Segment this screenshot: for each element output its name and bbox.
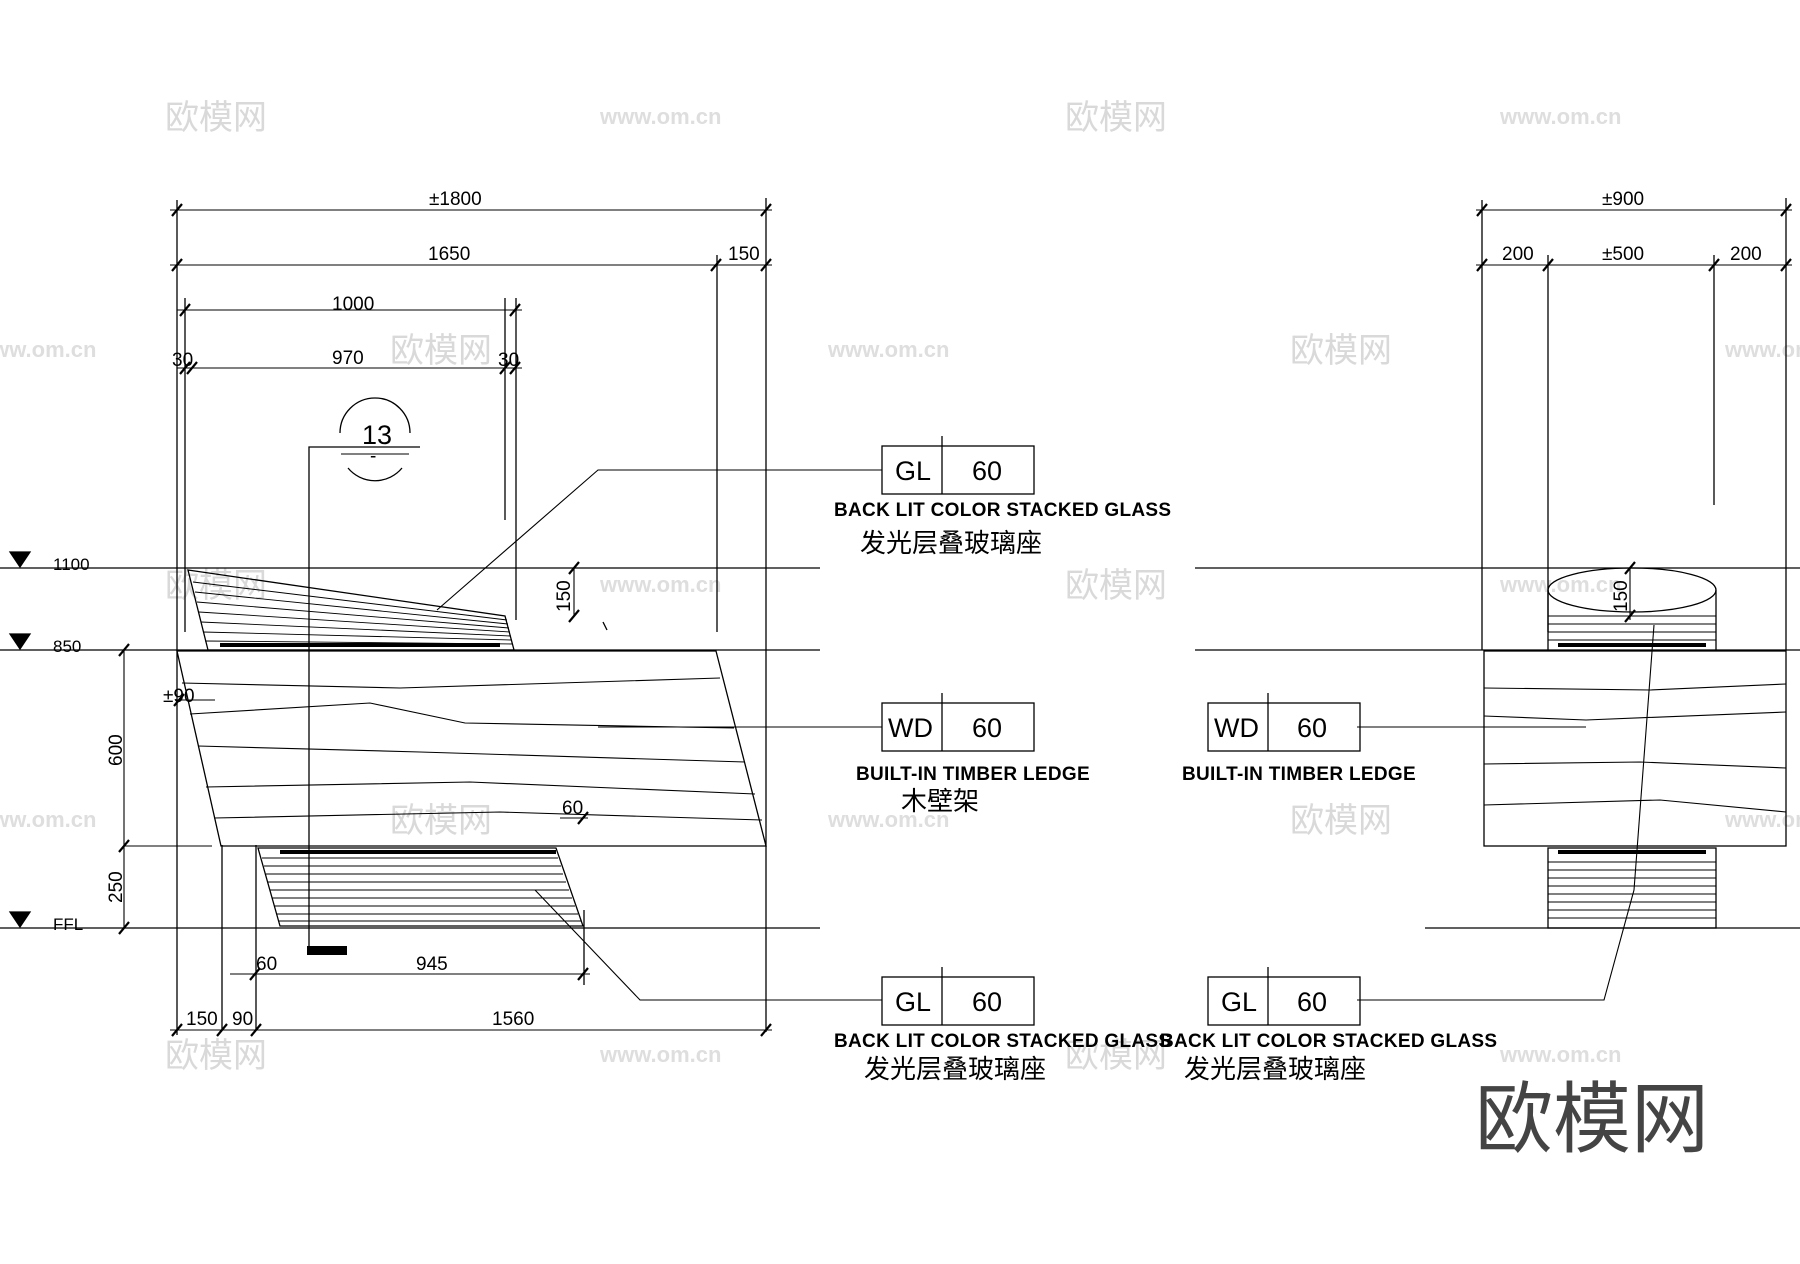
dim-500: ±500 [1602, 244, 1644, 265]
tag-code: WD [1214, 713, 1259, 743]
watermark-brand: 欧模网 [165, 1036, 267, 1076]
watermark-url: www.om.cn [0, 807, 96, 832]
front-material-tags: GL 60 BACK LIT COLOR STACKED GLASS 发光层叠玻… [834, 456, 1171, 1085]
dim-150-glass: 150 [554, 580, 575, 612]
section-sheet: - [370, 446, 376, 467]
watermark-url: www.om.cn [0, 337, 96, 362]
tag-number: 60 [972, 987, 1002, 1017]
tag-caption-cn: 木壁架 [901, 787, 979, 817]
side-material-tags: WD 60 BUILT-IN TIMBER LEDGE GL 60 BACK L… [1160, 713, 1497, 1085]
tag-caption-en: BACK LIT COLOR STACKED GLASS [834, 500, 1171, 521]
watermark-brand: 欧模网 [165, 566, 267, 606]
tag-code: GL [895, 456, 931, 486]
top-glass-seat [187, 569, 515, 651]
watermark-url: www.om.cn [599, 1042, 721, 1067]
tag-number: 60 [1297, 713, 1327, 743]
watermark-brand: 欧模网 [390, 801, 492, 841]
side-elevation [1207, 198, 1792, 1026]
tag-code: GL [1221, 987, 1257, 1017]
watermark-url: www.om.cn [1724, 807, 1800, 832]
section-number: 13 [362, 420, 392, 450]
tag-number: 60 [972, 713, 1002, 743]
dim-1560: 1560 [492, 1009, 534, 1030]
tag-caption-cn: 发光层叠玻璃座 [1184, 1055, 1366, 1085]
tag-caption-en: BACK LIT COLOR STACKED GLASS [1160, 1031, 1497, 1052]
tag-caption-cn: 发光层叠玻璃座 [860, 529, 1042, 559]
leader-line [534, 889, 882, 1001]
level-triangle-icon [8, 633, 32, 651]
level-label-1100: 1100 [53, 555, 90, 574]
tag-caption-en: BUILT-IN TIMBER LEDGE [856, 764, 1090, 785]
section-marker-icon [339, 397, 411, 434]
dim-overall-width: ±1800 [429, 189, 482, 210]
dim-945: 945 [416, 954, 448, 975]
material-tag-wd-side [1207, 702, 1361, 752]
leader-line [436, 469, 882, 611]
dim-90: ±90 [163, 686, 195, 707]
watermark-brand: 欧模网 [1290, 331, 1392, 371]
watermark-url: www.om.cn [1499, 104, 1621, 129]
front-dimensions: ±1800 1650 150 1000 30 970 30 150 ±90 60… [106, 189, 760, 1030]
dim-250: 250 [106, 871, 127, 903]
watermark-brand: 欧模网 [390, 331, 492, 371]
tag-number: 60 [972, 456, 1002, 486]
timber-ledge-side [1483, 650, 1787, 847]
watermark-url: www.om.cn [1724, 337, 1800, 362]
dim-150-top: 150 [728, 244, 760, 265]
section-cut-line [308, 446, 420, 952]
watermark-brand: 欧模网 [1290, 801, 1392, 841]
watermark-brand: 欧模网 [1065, 1036, 1167, 1076]
leader-line [1357, 624, 1655, 1001]
timber-ledge [176, 650, 767, 847]
watermark-brand: 欧模网 [1065, 98, 1167, 138]
dim-1000: 1000 [332, 294, 374, 315]
dim-60-bottom: 60 [256, 954, 277, 975]
dim-200-left: 200 [1502, 244, 1534, 265]
watermark-url: www.om.cn [827, 337, 949, 362]
side-dimensions: ±900 200 ±500 200 150 [1502, 189, 1762, 612]
level-label-ffl: FFL [53, 915, 83, 934]
brand-logo: 欧模网 [1475, 1075, 1709, 1165]
dim-150-side: 150 [1611, 580, 1632, 612]
level-label-850: 850 [53, 637, 81, 656]
dim-overall-side: ±900 [1602, 189, 1644, 210]
dim-60-right: 60 [562, 798, 583, 819]
dim-970: 970 [332, 348, 364, 369]
level-triangle-icon [8, 911, 32, 929]
tag-caption-en: BUILT-IN TIMBER LEDGE [1182, 764, 1416, 785]
bottom-glass-seat [257, 847, 584, 927]
front-elevation [118, 198, 1035, 1037]
dim-30-right: 30 [498, 350, 519, 371]
dim-30-left: 30 [172, 350, 193, 371]
tag-number: 60 [1297, 987, 1327, 1017]
tag-caption-en: BACK LIT COLOR STACKED GLASS [834, 1031, 1171, 1052]
material-tag-gl-top [881, 445, 1035, 495]
section-end-mark [307, 946, 347, 955]
tag-code: GL [895, 987, 931, 1017]
watermark-layer: 欧模网 www.om.cn 欧模网 www.om.cn www.om.cn 欧模… [0, 98, 1800, 1076]
watermark-url: www.om.cn [599, 104, 721, 129]
dim-200-right: 200 [1730, 244, 1762, 265]
tag-code: WD [888, 713, 933, 743]
bottom-glass-seat-side [1547, 847, 1717, 929]
dim-90-bottom: 90 [232, 1009, 253, 1030]
material-tag-gl-bottom [881, 976, 1035, 1026]
watermark-url: www.om.cn [599, 572, 721, 597]
material-tag-wd [881, 702, 1035, 752]
watermark-url: www.om.cn [1499, 572, 1621, 597]
dim-1650: 1650 [428, 244, 470, 265]
watermark-url: www.om.cn [1499, 1042, 1621, 1067]
tag-caption-cn: 发光层叠玻璃座 [864, 1055, 1046, 1085]
watermark-brand: 欧模网 [1065, 566, 1167, 606]
watermark-brand: 欧模网 [165, 98, 267, 138]
dim-150-bottom: 150 [186, 1009, 218, 1030]
watermark-url: www.om.cn [827, 807, 949, 832]
level-triangle-icon [8, 551, 32, 569]
material-tag-gl-side [1207, 976, 1361, 1026]
dim-600: 600 [106, 734, 127, 766]
